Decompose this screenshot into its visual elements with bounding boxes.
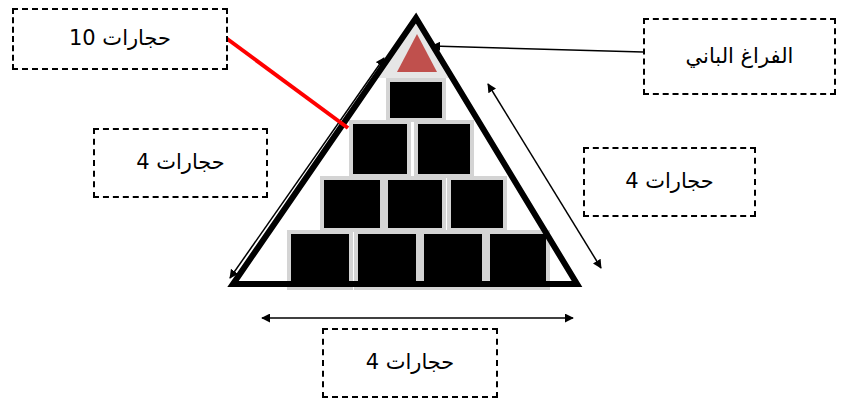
box-label: 10 حجارات <box>69 26 171 51</box>
dashed-label-box: 4 حجارات <box>583 147 756 217</box>
pointer-arrow <box>432 46 643 52</box>
dashed-label-box: 10 حجارات <box>12 8 228 70</box>
dashed-label-box: الفراغ الباني <box>643 18 836 95</box>
dashed-label-box: 4 حجارات <box>322 328 498 398</box>
dashed-label-box: 4 حجارات <box>93 128 268 198</box>
box-label: 4 حجارات <box>366 350 455 375</box>
box-label: 4 حجارات <box>625 169 714 194</box>
apex-fill <box>378 20 454 78</box>
triangle-outline <box>233 18 577 284</box>
leader-line <box>226 38 348 128</box>
box-label: الفراغ الباني <box>686 44 794 69</box>
box-label: 4 حجارات <box>136 150 225 175</box>
empty-space <box>397 34 437 72</box>
dimension-arrow <box>262 317 573 319</box>
